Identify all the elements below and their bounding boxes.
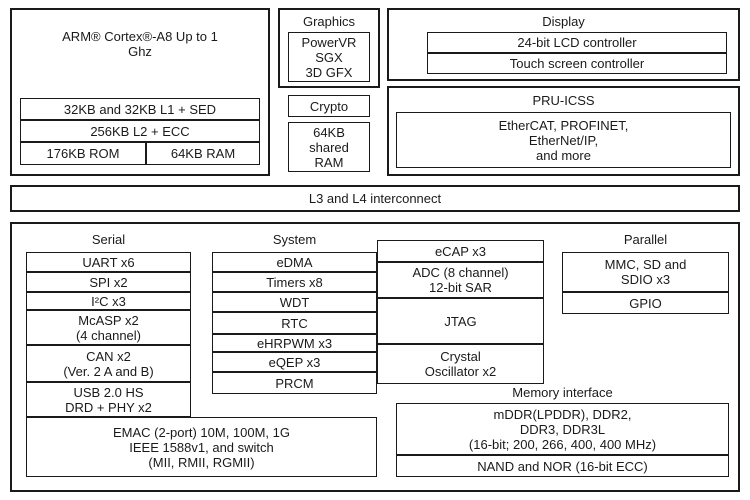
display-title: Display [542,14,585,29]
display-touch-controller: Touch screen controller [427,53,727,74]
memory-ddr: mDDR(LPDDR), DDR2, DDR3, DDR3L (16-bit; … [396,403,729,455]
display-lcd-controller: 24-bit LCD controller [427,32,727,53]
system-title: System [272,232,317,247]
memory-interface-title: Memory interface [512,385,613,400]
cpu-rom: 176KB ROM [20,142,146,165]
cpu-cache-l2: 256KB L2 + ECC [20,120,260,142]
serial-uart: UART x6 [26,252,191,272]
ecap-block: eCAP x3 [377,240,544,262]
serial-spi: SPI x2 [26,272,191,292]
graphics-title: Graphics [302,14,356,29]
jtag-block: JTAG [377,298,544,344]
system-eqep: eQEP x3 [212,352,377,372]
serial-i2c: I²C x3 [26,292,191,310]
system-timers: Timers x8 [212,272,377,292]
memory-nand-nor: NAND and NOR (16-bit ECC) [396,455,729,477]
emac-block: EMAC (2-port) 10M, 100M, 1G IEEE 1588v1,… [26,417,377,477]
system-prcm: PRCM [212,372,377,394]
serial-mcasp: McASP x2 (4 channel) [26,310,191,345]
system-ehrpwm: eHRPWM x3 [212,334,377,352]
shared-ram-block: 64KB shared RAM [288,122,370,172]
system-wdt: WDT [212,292,377,312]
adc-block: ADC (8 channel) 12-bit SAR [377,262,544,298]
serial-title: Serial [91,232,126,247]
serial-can: CAN x2 (Ver. 2 A and B) [26,345,191,382]
parallel-gpio: GPIO [562,292,729,314]
crystal-oscillator-block: Crystal Oscillator x2 [377,344,544,384]
cpu-label: ARM® Cortex®-A8 Up to 1 Ghz [60,14,220,59]
pru-icss-protocols: EtherCAT, PROFINET, EtherNet/IP, and mor… [396,112,731,168]
cpu-ram: 64KB RAM [146,142,260,165]
parallel-mmc-sd: MMC, SD and SDIO x3 [562,252,729,292]
cpu-cache-l1: 32KB and 32KB L1 + SED [20,98,260,120]
system-edma: eDMA [212,252,377,272]
parallel-title: Parallel [623,232,668,247]
serial-usb: USB 2.0 HS DRD + PHY x2 [26,382,191,417]
crypto-block: Crypto [288,95,370,117]
interconnect-bar: L3 and L4 interconnect [10,185,740,212]
graphics-gpu: PowerVR SGX 3D GFX [288,32,370,82]
pru-icss-title: PRU-ICSS [532,93,595,108]
system-rtc: RTC [212,312,377,334]
cpu-label-text: ARM® Cortex®-A8 Up to 1 Ghz [62,29,218,59]
